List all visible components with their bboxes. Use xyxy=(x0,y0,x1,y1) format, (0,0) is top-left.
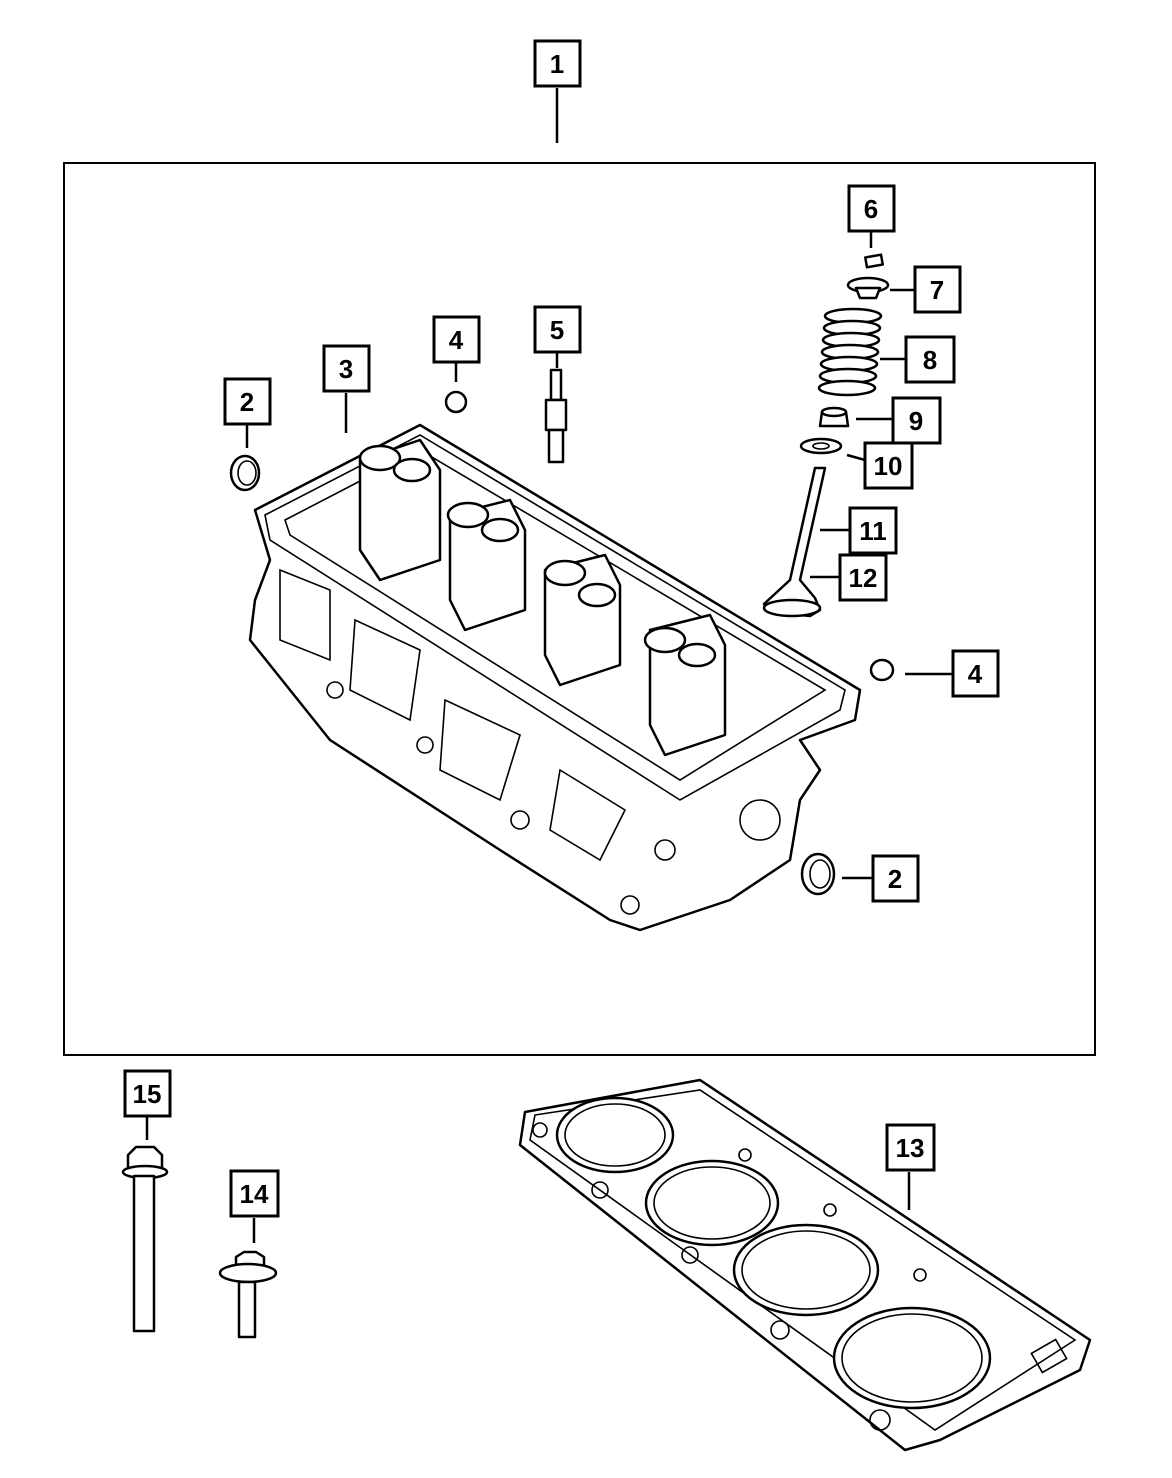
head-bolt-short xyxy=(218,1250,278,1339)
intake-ports xyxy=(279,568,627,862)
callout-10[interactable]: 10 xyxy=(846,441,914,490)
callout-12[interactable]: 12 xyxy=(810,553,888,602)
valve-stem-seal xyxy=(818,406,850,428)
callout-2-lower[interactable]: 2 xyxy=(842,854,920,903)
callout-10-label: 10 xyxy=(874,451,903,481)
callout-13[interactable]: 13 xyxy=(885,1123,936,1210)
callout-5-label: 5 xyxy=(550,315,564,345)
callout-4-upper[interactable]: 4 xyxy=(432,315,481,382)
callout-3[interactable]: 3 xyxy=(322,344,371,433)
seal-lower xyxy=(800,852,836,896)
callout-2-upper[interactable]: 2 xyxy=(223,377,272,448)
callout-3-label: 3 xyxy=(339,354,353,384)
callout-9-label: 9 xyxy=(909,406,923,436)
callout-14-label: 14 xyxy=(240,1179,269,1209)
plug-upper xyxy=(444,390,468,414)
callout-7[interactable]: 7 xyxy=(890,265,962,314)
callout-7-label: 7 xyxy=(930,275,944,305)
spring-seat xyxy=(799,437,843,455)
callout-8[interactable]: 8 xyxy=(880,335,956,384)
plug-right xyxy=(869,658,895,682)
callout-2-lower-label: 2 xyxy=(888,864,902,894)
cam-towers xyxy=(358,438,727,757)
callout-5[interactable]: 5 xyxy=(533,305,582,368)
callout-4-right[interactable]: 4 xyxy=(905,649,1000,698)
callout-11[interactable]: 11 xyxy=(820,506,898,555)
callout-15-label: 15 xyxy=(133,1079,162,1109)
assembly-frame xyxy=(63,162,1096,1056)
seal-upper xyxy=(229,454,261,492)
head-gasket xyxy=(518,1078,1092,1452)
callout-13-label: 13 xyxy=(896,1133,925,1163)
callout-15[interactable]: 15 xyxy=(123,1069,172,1140)
valve-keeper xyxy=(864,253,884,269)
spark-plug xyxy=(544,368,568,464)
callout-6-label: 6 xyxy=(864,194,878,224)
valve-spring xyxy=(817,307,883,397)
callout-8-label: 8 xyxy=(923,345,937,375)
callout-2-upper-label: 2 xyxy=(240,387,254,417)
callout-9[interactable]: 9 xyxy=(856,396,942,445)
callout-6[interactable]: 6 xyxy=(847,184,896,248)
valve xyxy=(762,466,827,618)
callout-4-upper-label: 4 xyxy=(449,325,464,355)
bolt-holes xyxy=(326,681,781,915)
callout-14[interactable]: 14 xyxy=(229,1169,280,1243)
callout-1-label: 1 xyxy=(550,49,564,79)
spring-retainer xyxy=(846,276,890,300)
callout-4-right-label: 4 xyxy=(968,659,983,689)
callout-12-label: 12 xyxy=(849,563,878,593)
cylinder-head xyxy=(248,423,862,932)
callout-11-label: 11 xyxy=(859,516,887,546)
head-bolt-long xyxy=(121,1145,169,1333)
callout-1[interactable]: 1 xyxy=(533,39,582,143)
